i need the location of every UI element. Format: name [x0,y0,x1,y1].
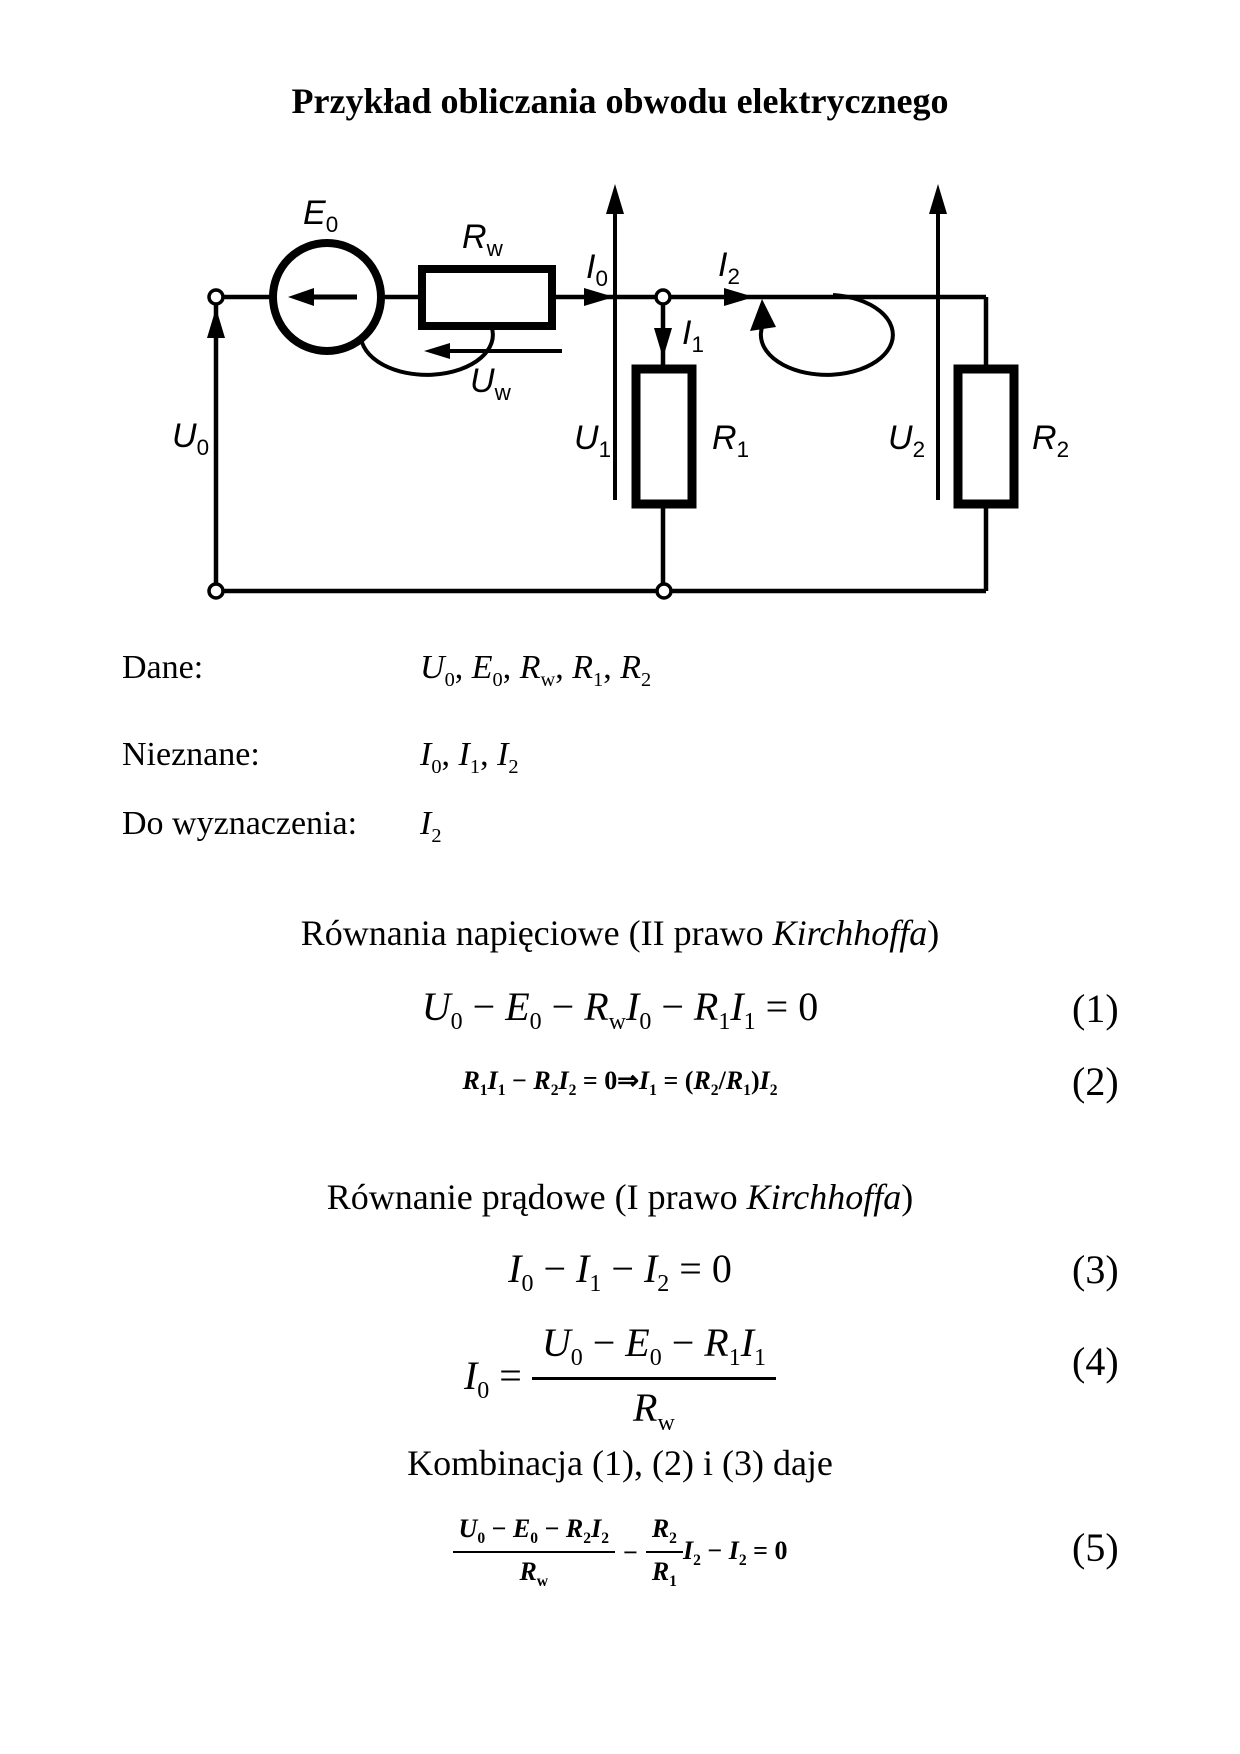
terminal-nodes [207,288,673,600]
current-i2-arrowhead [724,288,754,306]
equation-5-number: (5) [1072,1525,1119,1570]
right-loop-arrowhead [750,299,776,331]
label-u2: U2 [888,419,926,462]
to-determine-label: Do wyznaczenia: [122,805,358,842]
page-title: Przykład obliczania obwodu elektrycznego [291,81,949,121]
voltage-uw-arrowhead [424,343,450,359]
given-values: U0, E0, Rw, R1, R2 [420,649,652,691]
label-i0: I0 [586,248,608,291]
node-top-middle [654,288,672,306]
equation-4-fraction: U0 − E0 − R1I1 Rw [531,1318,777,1438]
node-bottom-middle [655,582,673,600]
label-uw: Uw [470,362,511,405]
unknown-values: I0, I1, I2 [420,736,519,778]
current-i0-arrowhead [584,288,614,306]
label-i1: I1 [682,314,704,357]
equation-5-denominator-1: Rw [519,1557,549,1591]
resistor-r1 [631,364,697,509]
current-i1-arrowhead [654,328,672,358]
equation-2-number: (2) [1072,1059,1119,1104]
resistor-r2 [953,364,1019,509]
label-rw: Rw [462,218,503,261]
equation-5-fraction-1: U0 − E0 − R2I2 Rw [452,1512,615,1593]
label-i2: I2 [718,246,740,289]
equation-5-numerator-1: U0 − E0 − R2I2 [452,1512,615,1554]
equation-5: U0 − E0 − R2I2 Rw − R2 R1 I2 − I2 = 0 [0,1512,1240,1593]
equation-3: I0 − I1 − I2 = 0 [508,1246,732,1297]
equation-5-denominator-2: R1 [651,1557,677,1591]
resistor-rw [418,265,556,330]
circuit-diagram [207,184,1019,600]
equation-4: I0 = U0 − E0 − R1I1 Rw [0,1318,1240,1438]
equation-3-number: (3) [1072,1247,1119,1292]
unknown-label: Nieznane: [122,736,260,773]
given-label: Dane: [122,649,204,686]
label-u1: U1 [574,419,612,462]
equation-5-fraction-2: R2 R1 [645,1512,683,1593]
node-bottom-left [207,582,225,600]
equation-5-rest: I2 − I2 = 0 [682,1535,788,1569]
equation-4-denominator: Rw [633,1385,675,1436]
equation-2: R1I1 − R2I2 = 0⇒I1 = (R2/R1)I2 [462,1066,778,1100]
combination-heading: Kombinacja (1), (2) i (3) daje [407,1443,833,1483]
label-r1: R1 [712,419,750,462]
node-top-left [207,288,225,306]
voltage-u0-arrowhead [207,308,225,338]
right-loop-arrow [758,293,895,377]
equation-4-lhs: I0 = [463,1352,522,1404]
source-arrowhead [288,288,314,306]
label-e0: E0 [303,194,339,237]
equation-4-numerator: U0 − E0 − R1I1 [531,1318,777,1380]
label-r2: R2 [1032,419,1070,462]
label-u0: U0 [172,417,210,460]
voltage-u2-arrowhead [929,184,947,214]
to-determine-values: I2 [420,805,442,847]
voltage-section-heading: Równania napięciowe (II prawo Kirchhoffa… [300,913,940,953]
equation-1-number: (1) [1072,986,1119,1031]
current-section-heading: Równanie prądowe (I prawo Kirchhoffa) [326,1177,914,1217]
equation-4-number: (4) [1072,1339,1119,1384]
equation-1: U0 − E0 − RwI0 − R1I1 = 0 [421,984,819,1035]
equation-5-numerator-2: R2 [645,1512,683,1554]
voltage-u1-arrowhead [606,184,624,214]
equation-5-minus: − [622,1537,638,1567]
